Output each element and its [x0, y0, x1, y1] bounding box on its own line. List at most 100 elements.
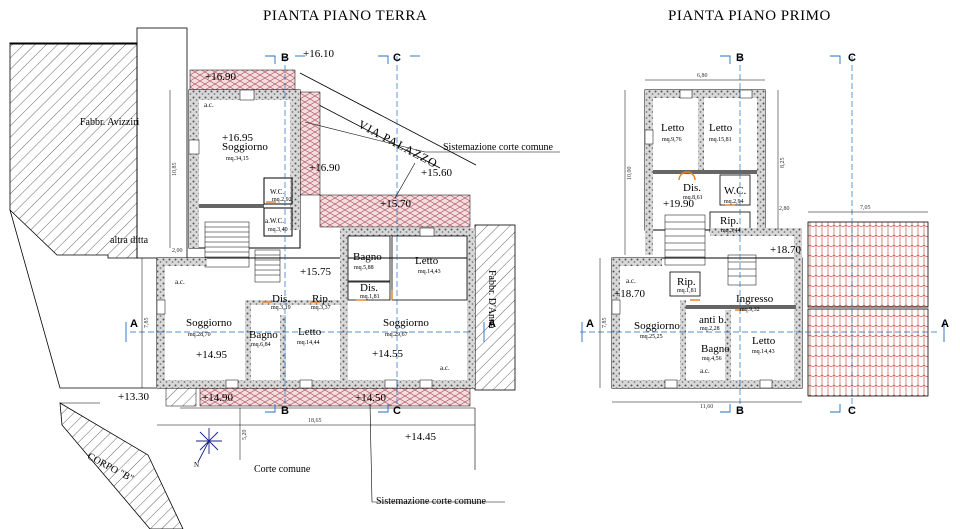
elevation-2: +16.90 — [205, 71, 236, 83]
first-dim-h2: 8,25 — [780, 157, 786, 169]
dim-gap-ground: 2,00 — [172, 248, 183, 254]
dim-depth-ground: 10,85 — [172, 162, 178, 177]
room-bagno-lower: Bagno — [249, 329, 278, 341]
elevation-11: +14.90 — [202, 392, 233, 404]
room-soggiorno-right: Soggiorno — [383, 317, 429, 329]
area-wc: mq.2,92 — [272, 197, 292, 203]
room-soggiorno-upper: Soggiorno — [222, 141, 268, 153]
room-letto-upper: Letto — [415, 255, 439, 267]
ac-label-3: a.c. — [440, 364, 450, 372]
other-owner-label: altra ditta — [110, 235, 149, 246]
first-dim-top: 6,80 — [697, 73, 708, 79]
first-dim-total: 11,60 — [700, 404, 714, 410]
elevation-1: +16.10 — [303, 48, 334, 60]
area-dis-left: mq.3,19 — [271, 305, 291, 311]
section-a-right-first: A — [941, 318, 949, 330]
first-dim-h1: 10,00 — [627, 166, 633, 181]
room-wc: W.C. — [270, 188, 285, 196]
area-dis-right: mq.1,81 — [360, 294, 380, 300]
elevation-12: +14.50 — [355, 392, 386, 404]
room-letto-lower: Letto — [298, 326, 322, 338]
ground-floor-title: PIANTA PIANO TERRA — [263, 8, 428, 24]
first-floor-title: PIANTA PIANO PRIMO — [668, 8, 831, 24]
area-first-wc: mq.2,94 — [724, 199, 744, 205]
court-top-label: Sistemazione corte comune — [443, 142, 553, 153]
room-bagno-upper: Bagno — [353, 251, 382, 263]
room-first-letto-3: Letto — [752, 335, 776, 347]
section-a-left-ground: A — [130, 318, 138, 330]
north-arrow — [196, 428, 222, 463]
first-dim-right: 7,05 — [860, 205, 871, 211]
section-c-bottom-ground: C — [393, 405, 401, 417]
section-c-top-ground: C — [393, 52, 401, 64]
room-soggiorno-left: Soggiorno — [186, 317, 232, 329]
area-first-letto-2: mq.15,81 — [709, 137, 732, 143]
area-first-rip-1: mq.3,44 — [721, 228, 741, 234]
area-first-soggiorno: mq.25,25 — [640, 334, 663, 340]
room-first-wc: W.C. — [724, 185, 747, 197]
room-first-antib: anti b. — [699, 314, 727, 326]
first-dim-h3: 7,85 — [602, 317, 608, 329]
court-label: Corte comune — [254, 464, 311, 475]
room-first-ingresso: Ingresso — [736, 293, 774, 305]
area-first-rip-2: mq.1,81 — [677, 288, 697, 294]
first-elevation-2: +18.70 — [770, 244, 801, 256]
section-a-left-first: A — [586, 318, 594, 330]
ac-label-1: a.c. — [204, 101, 214, 109]
area-letto-upper: mq.14,43 — [418, 269, 441, 275]
first-ac-2: a.c. — [700, 367, 710, 375]
ground-floor-plan — [9, 27, 560, 529]
area-soggiorno-left: mq.28,70 — [188, 332, 211, 338]
dim-total-ground: 18,65 — [308, 418, 322, 424]
section-b-bottom-ground: B — [281, 405, 289, 417]
elevation-8: +14.95 — [196, 349, 227, 361]
ac-label-2: a.c. — [175, 278, 185, 286]
court-bottom-label: Sistemazione corte comune — [376, 496, 486, 507]
elevation-6: +15.70 — [380, 198, 411, 210]
room-first-dis: Dis. — [683, 182, 702, 194]
first-dim-gap: 2,80 — [779, 206, 790, 212]
area-bagno-upper: mq.5,88 — [354, 265, 374, 271]
area-first-antib: mq.2,28 — [700, 326, 720, 332]
room-first-letto-2: Letto — [709, 122, 733, 134]
room-dis-right: Dis. — [360, 282, 379, 294]
elevation-4: +16.90 — [309, 162, 340, 174]
area-soggiorno-upper: mq.34,15 — [226, 156, 249, 162]
neighbor-building — [9, 43, 138, 259]
dim-height-ground: 7,85 — [144, 317, 150, 329]
elevation-13: +14.45 — [405, 431, 436, 443]
section-b-bottom-first: B — [736, 405, 744, 417]
north-label: N — [194, 461, 200, 469]
elevation-5: +15.60 — [421, 167, 452, 179]
room-first-bagno: Bagno — [701, 343, 730, 355]
first-ac-1: a.c. — [626, 277, 636, 285]
room-first-letto-1: Letto — [661, 122, 685, 134]
area-first-ingresso: mq.9,32 — [740, 307, 760, 313]
room-first-soggiorno: Soggiorno — [634, 320, 680, 332]
room-first-rip-1: Rip. — [720, 215, 739, 227]
area-rip: mq.3,37 — [311, 305, 331, 311]
first-elevation-3: +18.70 — [614, 288, 645, 300]
area-soggiorno-right: mq.29,67 — [385, 332, 408, 338]
first-elevation-1: +19.90 — [663, 198, 694, 210]
area-awc: mq.3,40 — [268, 227, 288, 233]
section-a-right-ground: A — [488, 318, 496, 330]
neighbor-label: Fabbr. Avizziri — [80, 117, 140, 128]
corpo-b-building — [59, 402, 184, 529]
roof-tiles-lower — [807, 308, 929, 397]
area-first-dis: mq.8,61 — [683, 195, 703, 201]
room-awc: a.W.C. — [265, 217, 284, 225]
elevation-7: +15.75 — [300, 266, 331, 278]
dim-court-ground: 5,20 — [242, 429, 248, 441]
elevation-3: +16.95 — [222, 132, 253, 144]
room-rip: Rip. — [312, 293, 331, 305]
roof-tiles-upper — [807, 221, 929, 308]
first-floor-plan — [580, 55, 945, 413]
area-first-bagno: mq.4,56 — [702, 356, 722, 362]
section-b-top-ground: B — [281, 52, 289, 64]
section-c-top-first: C — [848, 52, 856, 64]
area-bagno-lower: mq.6,84 — [251, 342, 271, 348]
area-letto-lower: mq.14,44 — [297, 340, 320, 346]
